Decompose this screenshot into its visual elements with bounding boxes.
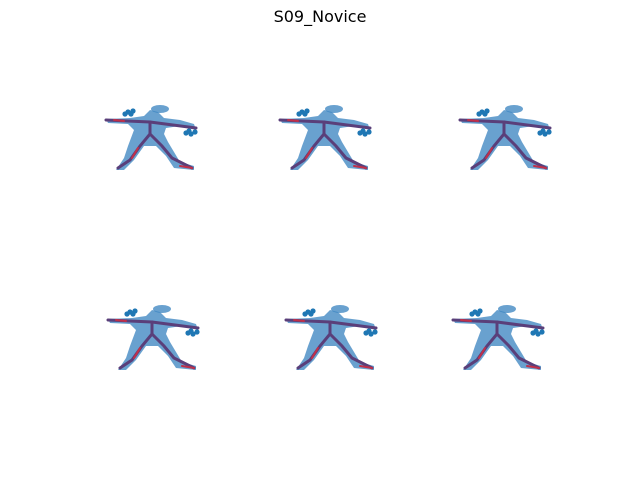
skeleton-bone — [148, 120, 198, 130]
skeleton-bone — [495, 332, 541, 370]
hand-joint — [366, 129, 372, 135]
highlight-segment — [287, 119, 299, 122]
highlight-segment — [305, 147, 313, 159]
highlight-segment — [179, 165, 193, 169]
hand-joint — [539, 329, 545, 335]
pose-figure — [104, 105, 198, 170]
highlight-segment — [460, 319, 472, 322]
hand-joint — [475, 311, 481, 317]
hand-joint — [192, 129, 198, 135]
head — [325, 105, 343, 113]
hand-joint — [482, 111, 488, 117]
hand-joint — [186, 128, 192, 134]
hand-joint — [366, 328, 372, 334]
highlight-segment — [293, 319, 305, 322]
highlight-segment — [311, 347, 319, 359]
skeleton-bone — [150, 320, 200, 330]
hand-joint — [130, 311, 136, 317]
highlight-segment — [113, 119, 125, 122]
hand-joint — [302, 311, 308, 317]
skeleton-bone — [328, 332, 374, 370]
skeleton-bone — [106, 318, 154, 324]
pose-panel-5 — [278, 300, 388, 390]
body-silhouette — [460, 110, 550, 170]
highlight-segment — [533, 165, 547, 169]
skeleton-highlight — [287, 119, 367, 169]
body-silhouette — [106, 110, 196, 170]
highlight-segment — [133, 347, 141, 359]
body-silhouette — [286, 310, 376, 370]
head — [331, 305, 349, 313]
hand-joint — [124, 311, 130, 317]
skeleton-bone — [148, 132, 194, 170]
hand-joint — [302, 111, 308, 117]
pose-figure — [278, 105, 372, 170]
highlight-segment — [478, 347, 486, 359]
pose-panel-4 — [102, 300, 212, 390]
hand-joint — [360, 128, 366, 134]
highlight-segment — [131, 147, 139, 159]
skeleton-highlight — [293, 319, 373, 369]
skeleton-highlight — [467, 119, 547, 169]
hand-joint — [194, 329, 200, 335]
pose-figure — [284, 305, 378, 370]
skeleton-bone — [458, 118, 506, 124]
figure-title: S09_Novice — [273, 7, 367, 26]
skeleton-bone — [278, 118, 326, 124]
highlight-segment — [353, 165, 367, 169]
hand-joint — [476, 111, 482, 117]
pose-panel-1 — [100, 100, 210, 190]
hand-joint — [540, 128, 546, 134]
head — [151, 105, 169, 113]
hand-joint — [188, 328, 194, 334]
highlight-segment — [115, 319, 127, 322]
skeleton-highlight — [460, 319, 540, 369]
skeleton-bone — [451, 318, 499, 324]
skeleton-highlight — [115, 319, 195, 369]
hand-joint — [469, 311, 475, 317]
head — [153, 305, 171, 313]
hand-joint — [128, 111, 134, 117]
head — [498, 305, 516, 313]
hand-joint — [372, 329, 378, 335]
hand-joint — [308, 311, 314, 317]
pose-figure — [451, 305, 545, 370]
highlight-segment — [467, 119, 479, 122]
skeleton-bone — [104, 118, 152, 124]
skeleton-bone — [328, 320, 378, 330]
pose-panel-3 — [455, 100, 565, 190]
highlight-segment — [181, 365, 195, 369]
hand-joint — [533, 328, 539, 334]
highlight-segment — [485, 147, 493, 159]
skeleton-bone — [150, 332, 196, 370]
skeleton-bone — [502, 132, 548, 170]
highlight-segment — [526, 365, 540, 369]
skeleton-bone — [502, 120, 552, 130]
skeleton-bone — [322, 120, 372, 130]
body-silhouette — [108, 310, 198, 370]
skeleton-bone — [322, 132, 368, 170]
highlight-segment — [359, 365, 373, 369]
skeleton-highlight — [113, 119, 193, 169]
hand-joint — [546, 129, 552, 135]
body-silhouette — [453, 310, 543, 370]
body-silhouette — [280, 110, 370, 170]
hand-joint — [296, 111, 302, 117]
pose-panel-2 — [272, 100, 382, 190]
head — [505, 105, 523, 113]
skeleton-bone — [495, 320, 545, 330]
hand-joint — [122, 111, 128, 117]
pose-figure — [458, 105, 552, 170]
pose-panel-6 — [448, 300, 558, 390]
skeleton-bone — [284, 318, 332, 324]
pose-figure — [106, 305, 200, 370]
